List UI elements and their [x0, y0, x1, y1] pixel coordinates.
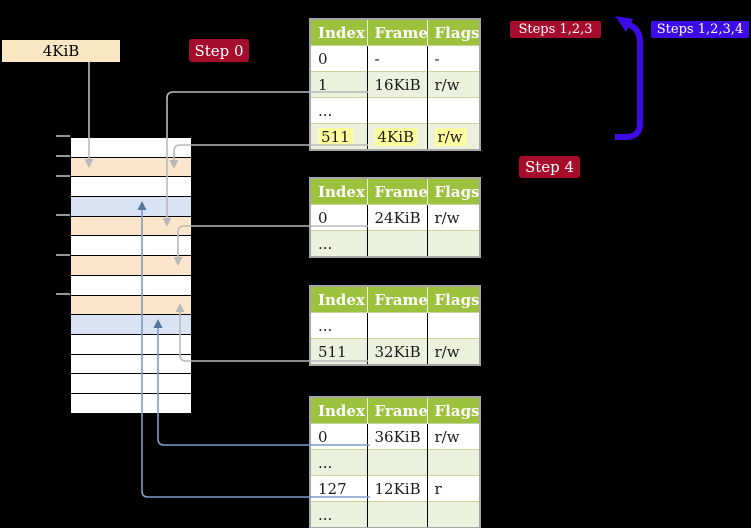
table-cell [367, 230, 428, 257]
memory-cell-white [71, 393, 191, 413]
table-cell: ... [310, 97, 368, 124]
table-cell [367, 312, 428, 339]
table-cell: 511 [310, 123, 368, 150]
memory-tick [56, 254, 70, 256]
memory-tick [56, 175, 70, 177]
table-cell: ... [310, 501, 368, 528]
table-cell: 127 [310, 475, 368, 502]
memory-cell-peach [71, 216, 191, 237]
memory-cell-white [71, 354, 191, 375]
memory-tick [56, 155, 70, 157]
table-header-frame: Frame [367, 286, 428, 313]
table-cell: r/w [427, 204, 480, 231]
table-cell: - [367, 45, 428, 72]
table-row: 0 24KiB r/w [310, 204, 480, 231]
table-cell [427, 312, 480, 339]
table-cell [367, 449, 428, 476]
memory-cell-peach [71, 256, 191, 276]
table-cell: ... [310, 230, 368, 257]
memory-cell-white [71, 138, 191, 158]
highlight-mark: 511 [318, 127, 353, 146]
table-cell: 32KiB [367, 338, 428, 365]
loop-arrow-steps [615, 21, 643, 140]
table-cell [367, 97, 428, 124]
table-row: ... [310, 230, 480, 257]
table-cell: 12KiB [367, 475, 428, 502]
table-cell: r/w [427, 71, 480, 98]
memory-cell-blue [71, 197, 191, 217]
table-row: 1 16KiB r/w [310, 71, 480, 98]
table-header-flags: Flags [427, 397, 480, 424]
table-cell: 24KiB [367, 204, 428, 231]
steps-1234-badge: Steps 1,2,3,4 [651, 21, 749, 38]
table-row: 127 12KiB r [310, 475, 480, 502]
table-cell [427, 97, 480, 124]
memory-cell-peach [71, 295, 191, 316]
table-header-flags: Flags [427, 19, 480, 46]
physical-memory-column [70, 137, 192, 414]
arrowhead-upleft-icon [615, 16, 633, 32]
table-header-index: Index [310, 19, 368, 46]
page-table-4: Index Frame Flags 0 36KiB r/w ... 127 12… [309, 396, 481, 528]
table-cell: r [427, 475, 480, 502]
table-row: 0 36KiB r/w [310, 423, 480, 450]
page-table-2: Index Frame Flags 0 24KiB r/w ... [309, 177, 481, 258]
highlight-mark: r/w [434, 127, 466, 146]
memory-tick [56, 214, 70, 216]
step4-badge: Step 4 [519, 156, 580, 178]
table-cell: 1 [310, 71, 368, 98]
table-row: 511 32KiB r/w [310, 338, 480, 365]
table-header-frame: Frame [367, 397, 428, 424]
table-row: ... [310, 97, 480, 124]
table-cell: r/w [427, 123, 480, 150]
memory-tick [56, 293, 70, 295]
table-cell: - [427, 45, 480, 72]
page-table-3: Index Frame Flags ... 511 32KiB r/w [309, 285, 481, 366]
table-header-flags: Flags [427, 286, 480, 313]
table-header-frame: Frame [367, 178, 428, 205]
frame-size-label: 4KiB [2, 40, 120, 62]
table-header-flags: Flags [427, 178, 480, 205]
memory-cell-white [71, 275, 191, 296]
table-row: ... [310, 501, 480, 528]
table-cell: 0 [310, 204, 368, 231]
table-cell: 16KiB [367, 71, 428, 98]
table-header-index: Index [310, 397, 368, 424]
highlight-mark: 4KiB [374, 127, 418, 146]
memory-cell-blue [71, 315, 191, 335]
table-cell: 511 [310, 338, 368, 365]
table-cell [427, 501, 480, 528]
steps-123-badge: Steps 1,2,3 [510, 21, 601, 38]
step0-badge: Step 0 [189, 39, 249, 62]
table-cell: r/w [427, 338, 480, 365]
table-cell: 36KiB [367, 423, 428, 450]
memory-cell-white [71, 334, 191, 355]
table-cell [367, 501, 428, 528]
table-cell: ... [310, 449, 368, 476]
table-cell: r/w [427, 423, 480, 450]
table-row: 0 - - [310, 45, 480, 72]
memory-tick [56, 135, 70, 137]
table-header-index: Index [310, 178, 368, 205]
table-header-index: Index [310, 286, 368, 313]
table-cell [427, 230, 480, 257]
page-table-1: Index Frame Flags 0 - - 1 16KiB r/w ... … [309, 18, 481, 151]
table-cell: 4KiB [367, 123, 428, 150]
table-row: ... [310, 312, 480, 339]
table-header-frame: Frame [367, 19, 428, 46]
table-cell: 0 [310, 423, 368, 450]
memory-cell-peach [71, 157, 191, 178]
table-cell: ... [310, 312, 368, 339]
memory-cell-white [71, 374, 191, 394]
table-row: ... [310, 449, 480, 476]
table-cell: 0 [310, 45, 368, 72]
table-row-highlighted: 511 4KiB r/w [310, 123, 480, 150]
memory-cell-white [71, 236, 191, 257]
memory-cell-white [71, 177, 191, 198]
table-cell [427, 449, 480, 476]
